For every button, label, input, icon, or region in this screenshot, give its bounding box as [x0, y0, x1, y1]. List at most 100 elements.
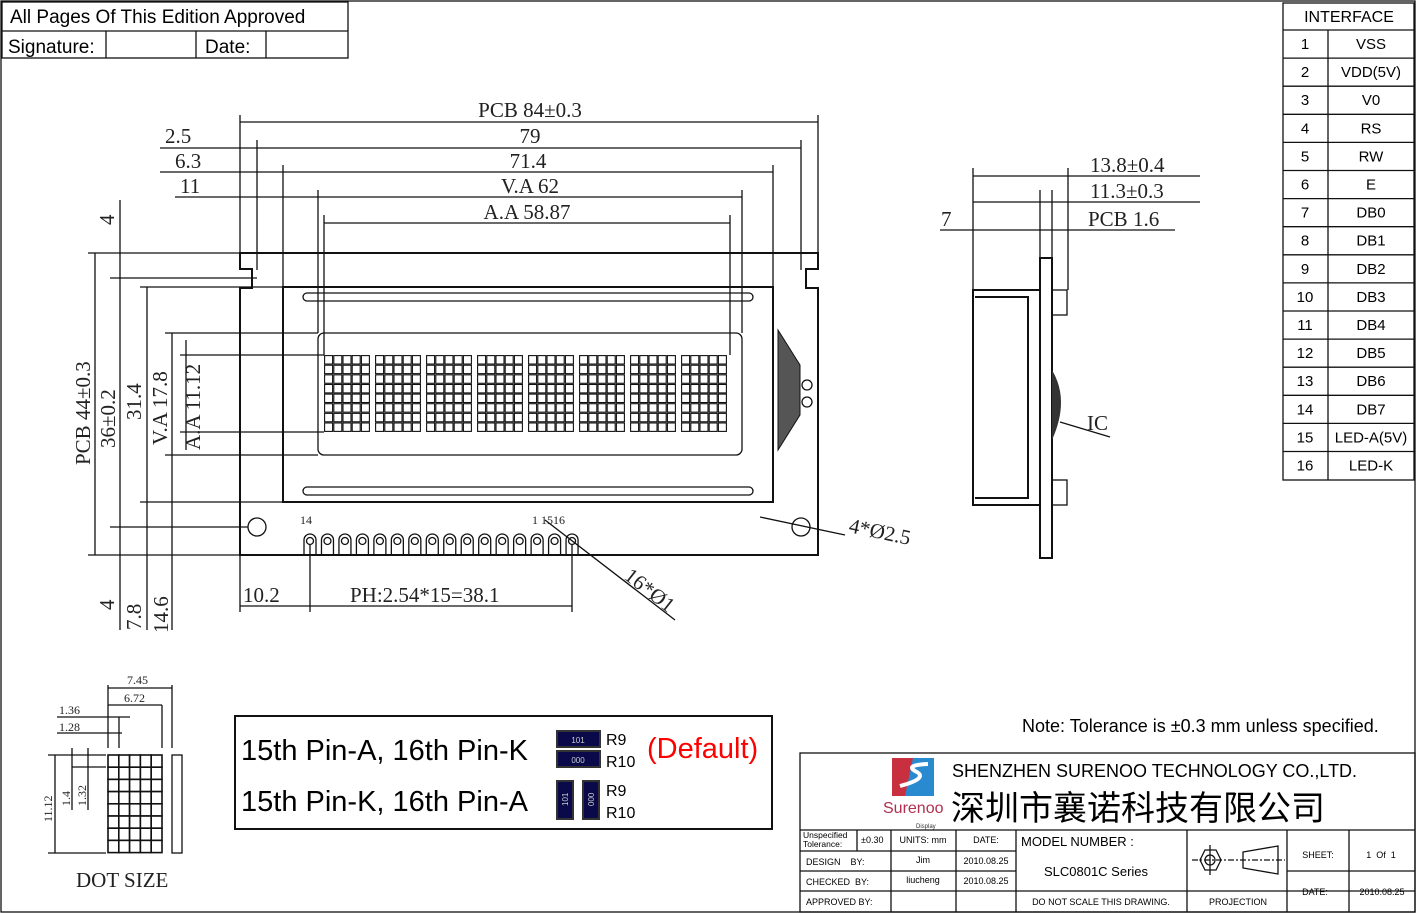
- dim-pcb-thickness: PCB 1.6: [1088, 207, 1159, 231]
- dot: [150, 778, 163, 793]
- pin-name: RW: [1359, 148, 1385, 165]
- projection-label: PROJECTION: [1209, 897, 1267, 907]
- pin-name: DB7: [1356, 401, 1385, 418]
- pin-number: 9: [1301, 261, 1309, 278]
- dot: [107, 827, 120, 842]
- dim-depth: 11.3±0.3: [1090, 179, 1164, 203]
- pin-number: 6: [1301, 177, 1309, 194]
- pin-number: 15: [1297, 429, 1314, 446]
- dot: [118, 778, 131, 793]
- dot: [128, 766, 142, 781]
- pin-number: 16: [1297, 458, 1314, 475]
- character-cell: [426, 355, 472, 432]
- dot: [128, 754, 142, 768]
- pin-name: DB2: [1356, 261, 1385, 278]
- pin-name: RS: [1361, 120, 1382, 137]
- pin-hole: [390, 533, 404, 555]
- pin-number: 4: [1301, 120, 1309, 137]
- dot: [118, 815, 131, 829]
- svg-text:Display: Display: [916, 824, 936, 830]
- pin-hole: [443, 533, 457, 555]
- dim-aa-height: A.A 11.12: [181, 364, 205, 450]
- default-label: (Default): [647, 733, 758, 765]
- dot: [139, 766, 152, 781]
- dim-2-5: 2.5: [165, 124, 191, 148]
- model-label: MODEL NUMBER :: [1021, 834, 1134, 849]
- company-name-en: SHENZHEN SURENOO TECHNOLOGY CO.,LTD.: [952, 761, 1357, 781]
- pin-number: 12: [1297, 345, 1314, 362]
- dot: [118, 802, 131, 817]
- pin-hole: [303, 533, 317, 555]
- date-header: DATE:: [973, 835, 999, 845]
- svg-text:Surenoo: Surenoo: [883, 800, 944, 817]
- pin-name: DB5: [1356, 345, 1385, 362]
- tolerance-note: Note: Tolerance is ±0.3 mm unless specif…: [1022, 716, 1379, 736]
- side-pcb: [1039, 257, 1053, 559]
- viewing-area: [317, 332, 743, 456]
- backlight-row-2: 15th Pin-K, 16th Pin-A: [241, 786, 529, 818]
- tolerance-value: ±0.30: [861, 835, 883, 845]
- title-block: Surenoo Display SHENZHEN SURENOO TECHNOL…: [799, 752, 1416, 913]
- dim-va-height: V.A 17.8: [148, 371, 172, 445]
- dot: [118, 754, 131, 768]
- pcb-outline: [239, 252, 819, 556]
- front-view: PCB 84±0.3 79 71.4 V.A 62 A.A 58.87 2.5 …: [71, 98, 913, 633]
- pin-name: DB4: [1356, 317, 1385, 334]
- dim-pin-pitch: PH:2.54*15=38.1: [350, 583, 500, 607]
- pin-name: E: [1366, 177, 1376, 194]
- dot-w2: 6.72: [124, 691, 145, 705]
- tolerance-label: Unspecified Tolerance:: [803, 830, 848, 849]
- dim-6-3: 6.3: [175, 149, 201, 173]
- pin-number: 14: [1297, 401, 1314, 418]
- pin-hole: [373, 533, 387, 555]
- design-date: 2010.08.25: [963, 856, 1008, 866]
- dot-h1: 1.4: [59, 791, 73, 806]
- character-cell: [324, 355, 370, 432]
- dot: [107, 754, 120, 768]
- pin-name: DB1: [1356, 233, 1385, 250]
- dot: [107, 790, 120, 805]
- dot: [128, 815, 142, 829]
- checked-date: 2010.08.25: [963, 876, 1008, 886]
- interface-header: INTERFACE: [1304, 9, 1394, 26]
- dim-bezel-height: 31.4: [122, 383, 146, 420]
- pin-name: DB0: [1356, 205, 1385, 222]
- dim-pcb-width: PCB 84±0.3: [478, 98, 582, 122]
- pin-name: V0: [1362, 92, 1380, 109]
- dot: [128, 790, 142, 805]
- dot: [107, 815, 120, 829]
- company-name-cn: 深圳市襄诺科技有限公司: [951, 790, 1325, 828]
- dot-size: 7.45 6.72 1.36 1.28 11.12 1.4 1.32 DOT S…: [41, 673, 183, 892]
- dot: [150, 815, 163, 829]
- design-label: DESIGN BY:: [806, 857, 865, 867]
- dot: [128, 778, 142, 793]
- company-logo: Surenoo Display: [883, 758, 944, 830]
- dot: [150, 790, 163, 805]
- pin-hole: [425, 533, 439, 555]
- pin-hole: [408, 533, 422, 555]
- pin-hole: [547, 533, 562, 555]
- signature-label: Signature:: [8, 37, 95, 58]
- pin-hole: [355, 533, 370, 555]
- svg-text:000: 000: [571, 756, 585, 765]
- dot-w1: 7.45: [127, 673, 148, 687]
- svg-text:101: 101: [561, 792, 570, 806]
- backlight-row-1: 15th Pin-A, 16th Pin-K: [241, 735, 529, 767]
- pin-number: 8: [1301, 233, 1309, 250]
- resistor-icon: 101 000: [556, 780, 600, 820]
- pin-14-label: 14: [300, 513, 312, 527]
- pin-number: 13: [1297, 373, 1314, 390]
- ic-chip: [777, 328, 801, 452]
- checked-label: CHECKED BY:: [806, 877, 869, 887]
- pin-name: LED-A(5V): [1335, 429, 1408, 446]
- pin-name: VDD(5V): [1341, 64, 1401, 81]
- sheet-date-label: DATE:: [1302, 887, 1328, 897]
- dot: [128, 839, 142, 854]
- dot: [139, 754, 152, 768]
- dot: [139, 827, 152, 842]
- pin-number: 5: [1301, 148, 1309, 165]
- dim-va-width: V.A 62: [501, 174, 559, 198]
- dot: [139, 790, 152, 805]
- pin-hole: [338, 533, 352, 555]
